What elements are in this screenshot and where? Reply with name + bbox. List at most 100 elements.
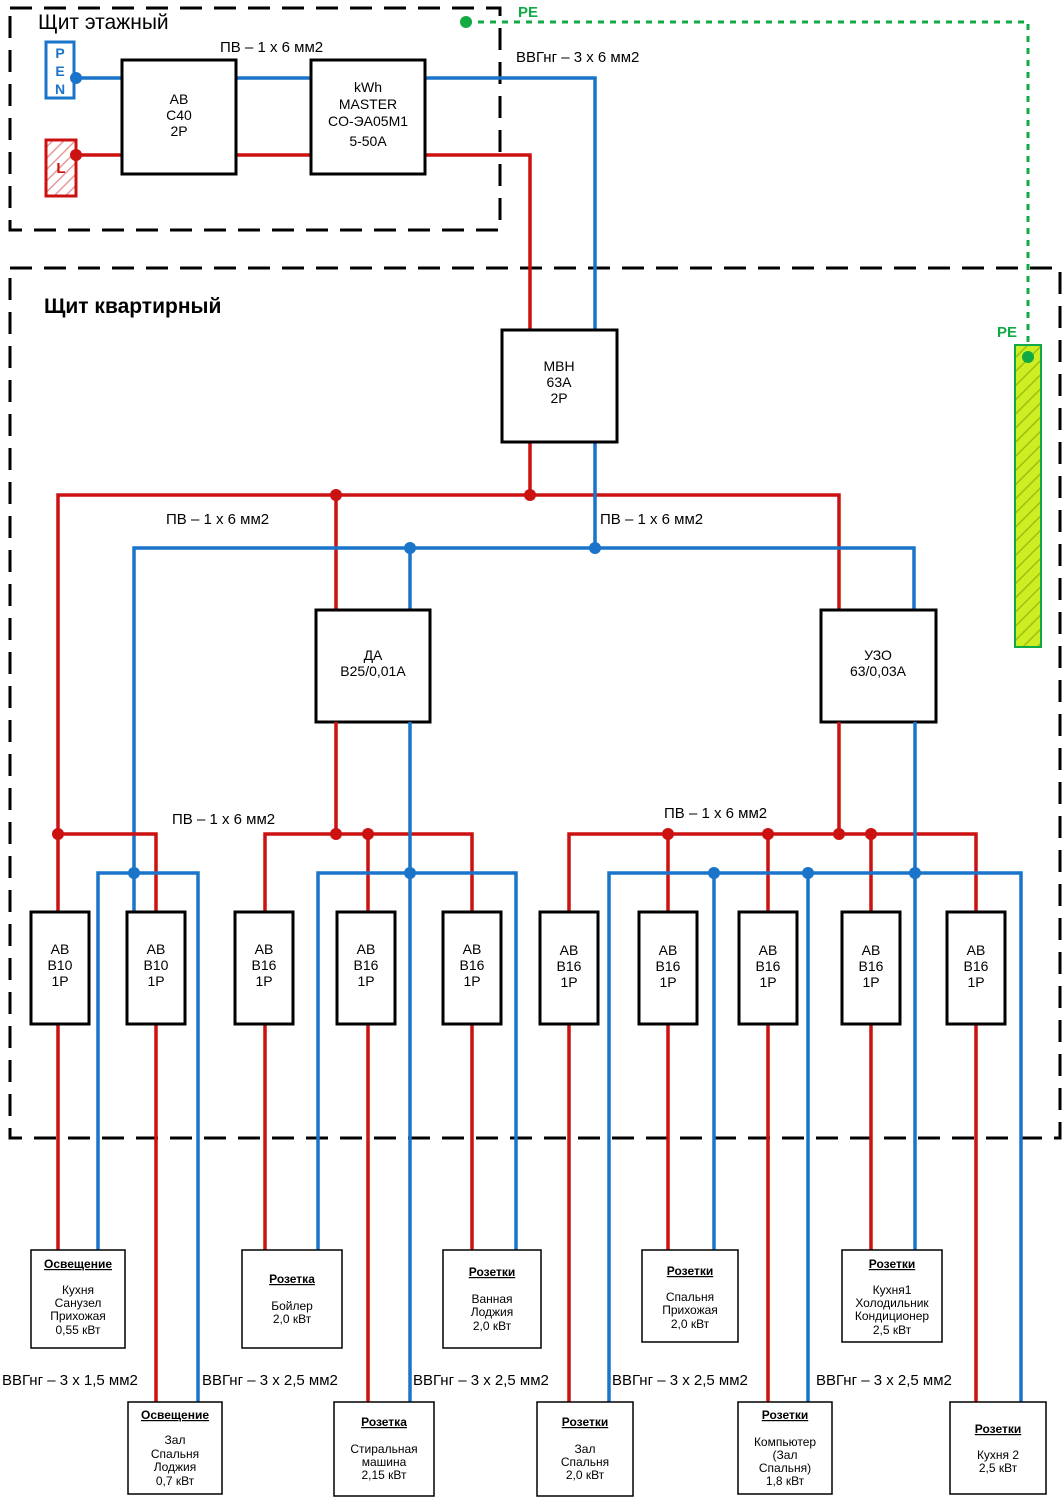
distribution-wiring (56, 442, 916, 912)
load-9-line-1: Кухня1 (873, 1283, 912, 1297)
load-1-line-2: Санузел (55, 1296, 102, 1310)
load-1-line-1: Кухня (62, 1283, 94, 1297)
breaker-10-line-1: АВ (967, 942, 986, 958)
main-breaker: АВ С40 2Р (120, 58, 238, 176)
load-box: Освещение Кухня Санузел Прихожая 0,55 кВ… (30, 1249, 126, 1349)
wire-label-after-mvn-right: ПВ – 1 х 6 мм2 (600, 511, 703, 528)
load-7-title: Розетки (667, 1264, 713, 1278)
main-breaker-line-3: 2Р (170, 123, 187, 139)
pe-label-bar: PE (997, 324, 1017, 341)
breaker-6-line-3: 1Р (560, 974, 577, 990)
energy-meter: kWh MASTER CO-ЭА05М1 5-50А (309, 58, 427, 176)
load-6-line-2: Спальня (561, 1455, 609, 1469)
breaker-10-line-2: В16 (964, 958, 989, 974)
breaker-2-line-2: В10 (144, 957, 169, 973)
da-line-1: ДА (364, 647, 383, 663)
load-2-line-1: Зал (165, 1433, 186, 1447)
load-6-title: Розетки (562, 1415, 608, 1429)
load-2-line-4: 0,7 кВт (156, 1474, 195, 1488)
load-2-title: Освещение (141, 1408, 209, 1422)
meter-line-3: CO-ЭА05М1 (328, 113, 408, 129)
pen-letter-n: N (55, 81, 65, 97)
load-3-line-1: Бойлер (271, 1299, 313, 1313)
breaker-6-line-2: В16 (557, 958, 582, 974)
uzo-line-2: 63/0,03А (850, 663, 907, 679)
load-2-line-2: Спальня (151, 1447, 199, 1461)
pe-busbar-terminal (1022, 351, 1034, 363)
load-box: Розетки Спальня Прихожая 2,0 кВт (641, 1249, 739, 1343)
breaker-5-line-3: 1Р (463, 973, 480, 989)
pe-busbar (1014, 344, 1042, 648)
breaker: АВ В10 1Р (125, 910, 187, 1026)
meter-line-1: kWh (354, 79, 382, 95)
pe-conductor: PE PE (460, 4, 1042, 648)
pe-label-top: PE (518, 4, 538, 21)
breaker: АВ В16 1Р (737, 910, 799, 1026)
breaker-6-line-1: АВ (560, 942, 579, 958)
breaker-2-line-1: АВ (147, 941, 166, 957)
load-3-title: Розетка (269, 1272, 315, 1286)
breaker-5-line-2: В16 (460, 957, 485, 973)
wire-label-group-right: ПВ – 1 х 6 мм2 (664, 805, 767, 822)
pen-letter-e: E (55, 63, 64, 79)
load-8-line-1: Компьютер (754, 1435, 816, 1449)
pe-terminal-top (460, 16, 472, 28)
apartment-panel-title: Щит квартирный (44, 295, 221, 318)
breaker-10-line-3: 1Р (967, 974, 984, 990)
l-terminal: L (44, 138, 78, 198)
breaker: АВ В10 1Р (29, 910, 91, 1026)
breaker-8-line-2: В16 (756, 958, 781, 974)
breaker-5-line-1: АВ (463, 941, 482, 957)
load-5-title: Розетки (469, 1265, 515, 1279)
load-4-line-2: машина (362, 1455, 407, 1469)
floor-panel-title: Щит этажный (38, 11, 169, 34)
cable-label-3: ВВГнг – 3 х 2,5 мм2 (413, 1372, 549, 1389)
load-9-line-4: 2,5 кВт (873, 1323, 912, 1337)
load-box: Розетки Компьютер (Зал Спальня) 1,8 кВт (737, 1401, 833, 1495)
load-9-line-3: Кондиционер (855, 1309, 930, 1323)
breaker: АВ В16 1Р (335, 910, 397, 1026)
load-5-line-1: Ванная (471, 1292, 512, 1306)
meter-line-4: 5-50А (349, 133, 387, 149)
breaker-7-line-1: АВ (659, 942, 678, 958)
wire-label-after-mvn-left: ПВ – 1 х 6 мм2 (166, 511, 269, 528)
load-9-line-2: Холодильник (855, 1296, 929, 1310)
breaker-1-line-1: АВ (51, 941, 70, 957)
breaker-8-line-3: 1Р (759, 974, 776, 990)
uzo-line-1: УЗО (864, 647, 892, 663)
apartment-panel (8, 266, 1062, 1140)
breaker: АВ В16 1Р (441, 910, 503, 1026)
da-line-2: В25/0,01А (340, 663, 406, 679)
breaker: АВ В16 1Р (637, 910, 699, 1026)
load-3-line-2: 2,0 кВт (273, 1312, 312, 1326)
cable-label-4: ВВГнг – 3 х 2,5 мм2 (612, 1372, 748, 1389)
breaker-9-line-3: 1Р (862, 974, 879, 990)
breaker-4-line-1: АВ (357, 941, 376, 957)
load-1-line-4: 0,55 кВт (55, 1323, 101, 1337)
breaker-7-line-2: В16 (656, 958, 681, 974)
breaker-3-line-3: 1Р (255, 973, 272, 989)
breaker-1-line-3: 1Р (51, 973, 68, 989)
load-4-line-1: Стиральная (350, 1442, 417, 1456)
group-wiring (52, 722, 1023, 1404)
mvn-switch: МВН 63А 2Р (500, 328, 619, 444)
breaker-4-line-3: 1Р (357, 973, 374, 989)
load-box: Розетки Кухня 2 2,5 кВт (949, 1401, 1047, 1495)
breaker-9-line-2: В16 (859, 958, 884, 974)
breaker: АВ В16 1Р (538, 910, 600, 1026)
mvn-line-1: МВН (543, 358, 574, 374)
wire-label-floor-link: ПВ – 1 х 6 мм2 (220, 39, 323, 56)
main-breaker-line-1: АВ (170, 91, 189, 107)
load-4-line-3: 2,15 кВт (361, 1468, 407, 1482)
breaker-9-line-1: АВ (862, 942, 881, 958)
load-9-title: Розетки (869, 1257, 915, 1271)
load-7-line-3: 2,0 кВт (671, 1317, 710, 1331)
load-10-line-2: 2,5 кВт (979, 1461, 1018, 1475)
wire-label-group-left: ПВ – 1 х 6 мм2 (172, 811, 275, 828)
load-box: Освещение Зал Спальня Лоджия 0,7 кВт (127, 1401, 223, 1495)
uzo-device: УЗО 63/0,03А (819, 608, 938, 724)
breaker: АВ В16 1Р (233, 910, 295, 1026)
floor-panel (8, 6, 502, 232)
load-box: Розетка Бойлер 2,0 кВт (241, 1249, 343, 1349)
